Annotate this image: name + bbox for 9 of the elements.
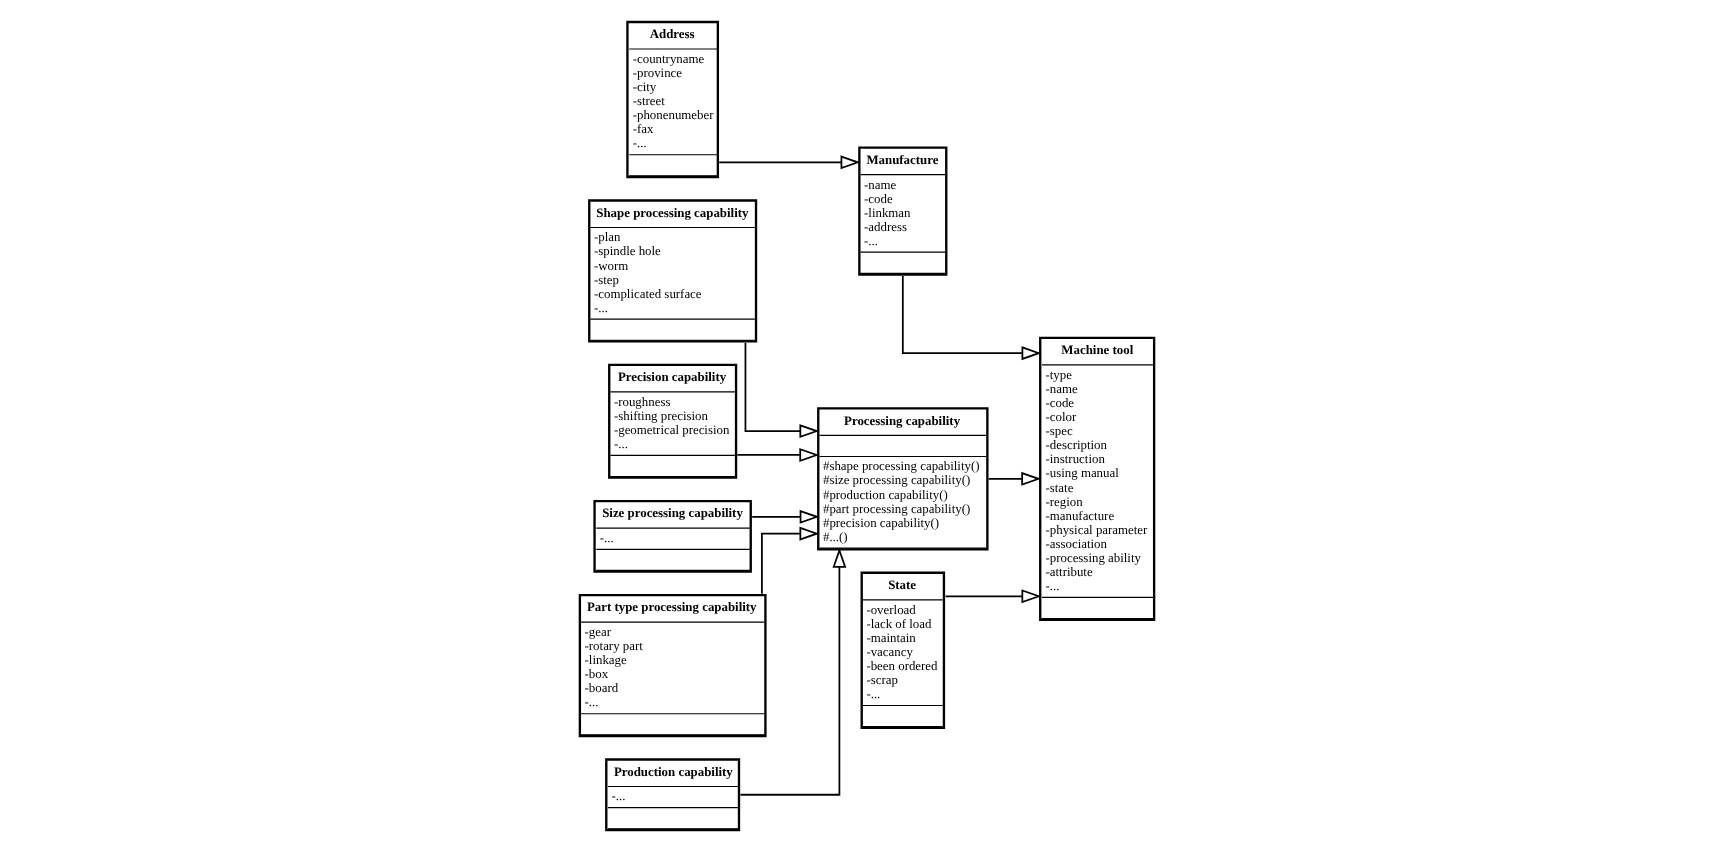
arrow bbox=[750, 509, 819, 524]
arrow bbox=[760, 526, 819, 595]
arrow bbox=[943, 589, 1041, 604]
arrow bbox=[738, 547, 846, 796]
arrow bbox=[986, 471, 1041, 486]
arrow bbox=[717, 155, 860, 170]
arrow bbox=[900, 275, 1041, 361]
arrow bbox=[743, 342, 819, 439]
arrow bbox=[735, 447, 819, 462]
